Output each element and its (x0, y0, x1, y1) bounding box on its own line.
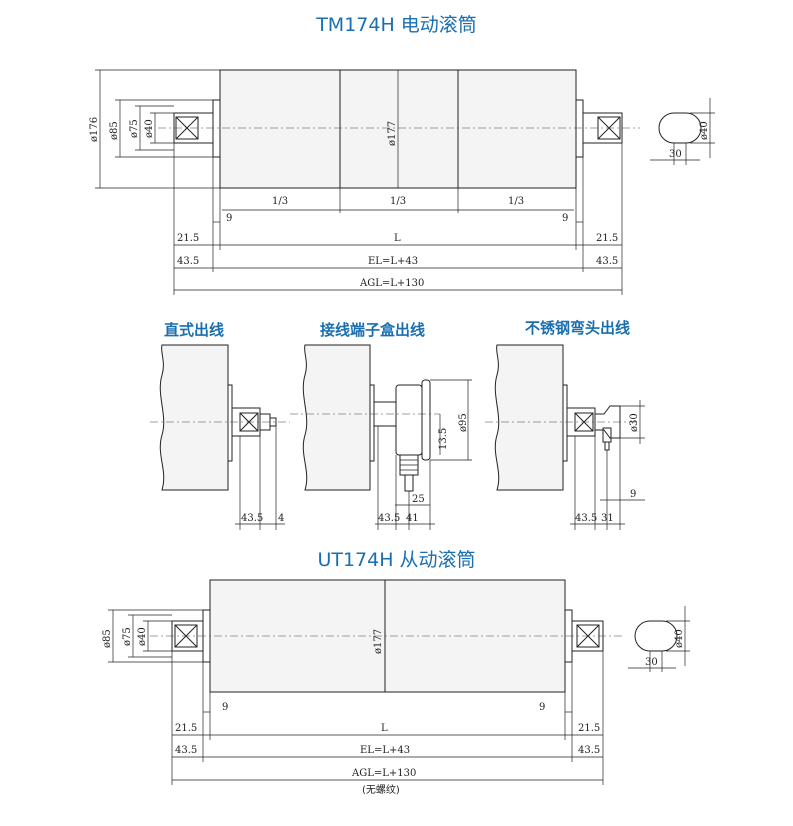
idler-dim-shaft-left: 21.5 (175, 723, 197, 734)
idler-dim-nine-right: 9 (539, 702, 545, 713)
right-flange (575, 99, 584, 158)
dim-d75: ø75 (129, 119, 140, 138)
dim-flange-right: 43.5 (596, 256, 618, 267)
dim-d177: ø177 (387, 121, 398, 146)
dim-d85: ø85 (109, 121, 120, 140)
elbow-outlet-label: 不锈钢弯头出线 (525, 319, 631, 337)
dim-third-2: 1/3 (390, 196, 406, 207)
shaft-flat-section (658, 112, 702, 144)
idler-dim-d177: ø177 (373, 629, 384, 654)
flat-30: 30 (669, 149, 682, 160)
idler-flat-d40: ø40 (674, 629, 685, 648)
straight-outlet-detail: 43.5 4 (150, 344, 290, 530)
idler-dim-d85: ø85 (102, 629, 113, 648)
idler-drum-title: UT174H 从动滚筒 (317, 549, 476, 571)
dim-nine-left: 9 (226, 213, 232, 224)
straight-dim-4: 4 (278, 513, 284, 524)
terminal-box-outlet-detail: ø95 13.5 25 43.5 41 (290, 344, 472, 530)
idler-shaft-flat-section (634, 620, 678, 652)
dim-EL: EL=L+43 (368, 256, 418, 267)
dim-shaft-right: 21.5 (596, 233, 618, 244)
idler-dim-shaft-right: 21.5 (578, 723, 600, 734)
terminal-dim-41: 41 (406, 513, 419, 524)
terminal-box (395, 384, 423, 456)
elbow-outlet-detail: ø30 9 43.5 31 (485, 344, 645, 530)
idler-no-thread-note: (无螺纹) (362, 783, 400, 796)
terminal-dim-435: 43.5 (378, 513, 400, 524)
idler-dim-flange-right: 43.5 (578, 745, 600, 756)
elbow-dim-435: 43.5 (575, 513, 597, 524)
motor-drum: ø176 ø85 ø75 ø40 ø177 1/3 1/3 1/3 9 9 21… (89, 69, 715, 295)
dim-AGL: AGL=L+130 (359, 278, 424, 289)
left-flange (212, 99, 221, 158)
terminal-box-outlet-label: 接线端子盒出线 (320, 321, 426, 339)
idler-drum: ø85 ø75 ø40 ø177 9 9 21.5 L 21.5 43.5 EL… (102, 579, 690, 796)
elbow-dim-31: 31 (601, 513, 614, 524)
dim-shaft-left: 21.5 (177, 233, 199, 244)
dim-d40: ø40 (144, 119, 155, 138)
straight-outlet-label: 直式出线 (164, 321, 225, 339)
motor-drum-title: TM174H 电动滚筒 (316, 14, 477, 36)
idler-dim-AGL: AGL=L+130 (351, 768, 416, 779)
terminal-dim-d95: ø95 (458, 413, 469, 432)
straight-dim-435: 43.5 (241, 513, 263, 524)
dim-nine-right: 9 (562, 213, 568, 224)
idler-dim-d40: ø40 (137, 627, 148, 646)
idler-dim-EL: EL=L+43 (360, 745, 410, 756)
dim-flange-left: 43.5 (177, 256, 199, 267)
dim-third-1: 1/3 (272, 196, 288, 207)
idler-dim-flange-left: 43.5 (175, 745, 197, 756)
dim-third-3: 1/3 (508, 196, 524, 207)
dim-L: L (394, 233, 401, 244)
idler-dim-L: L (381, 723, 388, 734)
terminal-dim-25: 25 (412, 494, 425, 505)
flat-d40: ø40 (699, 121, 710, 140)
idler-flat-30: 30 (645, 657, 658, 668)
elbow-dim-d30: ø30 (629, 413, 640, 432)
idler-dim-nine-left: 9 (222, 702, 228, 713)
dim-d176: ø176 (89, 117, 100, 142)
terminal-dim-135: 13.5 (438, 428, 449, 450)
elbow-dim-9: 9 (630, 489, 636, 500)
idler-dim-d75: ø75 (122, 627, 133, 646)
